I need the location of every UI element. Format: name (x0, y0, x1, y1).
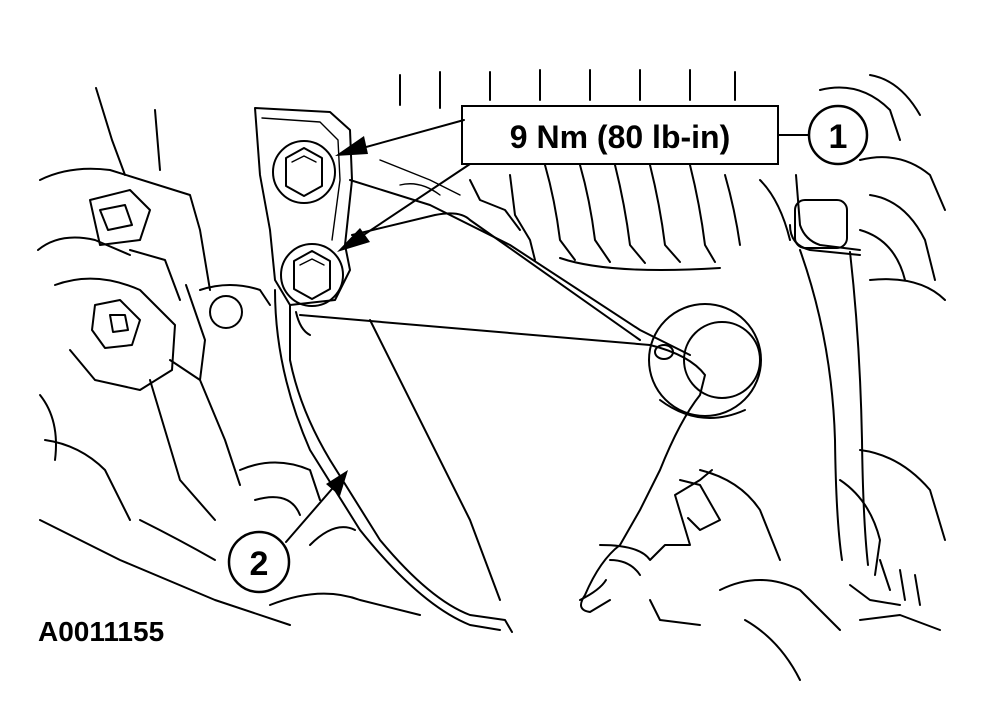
callout-2-number: 2 (250, 545, 269, 583)
figure-id: A0011155 (38, 616, 164, 647)
upper-bolt (272, 140, 336, 204)
arrowhead-bracket (326, 470, 348, 496)
lower-bolt (280, 243, 344, 307)
engine-background-linework (37, 69, 946, 681)
callout-2: 2 (227, 530, 291, 594)
bracket (254, 107, 713, 633)
arrowhead-upper (335, 136, 368, 156)
callout-1-number: 1 (829, 118, 848, 156)
hose-line (789, 174, 869, 566)
torque-callout: 9 Nm (80 lb-in) (461, 105, 779, 165)
callout-1: 1 (807, 104, 869, 166)
leader-lines (285, 119, 811, 543)
torque-spec-label: 9 Nm (80 lb-in) (510, 119, 730, 155)
arrowhead-lower (337, 228, 370, 252)
